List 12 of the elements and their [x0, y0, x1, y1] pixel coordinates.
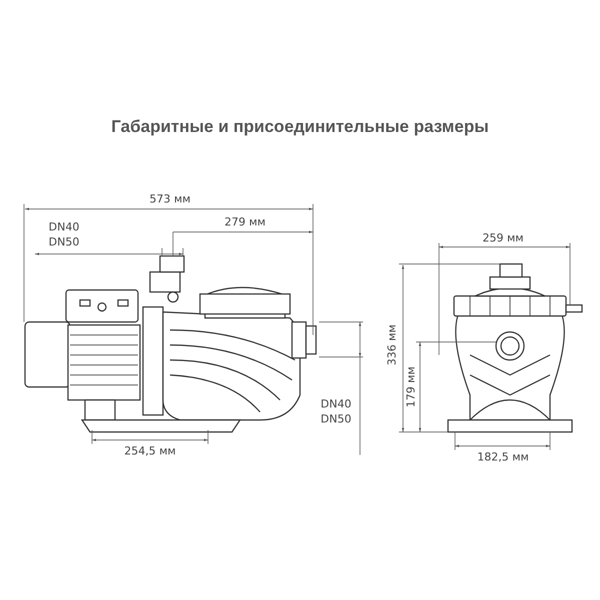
dimension-label: 182,5 мм — [477, 450, 529, 464]
dimension-label: 279 мм — [224, 216, 266, 228]
title: Габаритные и присоединительные размеры — [110, 117, 490, 137]
dimension-label: DN50 — [320, 412, 352, 426]
dimension-label: 573 мм — [149, 192, 191, 206]
dimension-label: 259 мм — [482, 232, 524, 244]
dimension-label: 336 мм — [386, 324, 398, 366]
dimension-label: DN40 — [320, 398, 352, 410]
dimension-label: DN40 — [48, 220, 80, 234]
dimension-label: 254,5 мм — [124, 444, 176, 458]
dimension-label: DN50 — [48, 236, 80, 248]
dimension-label: 179 мм — [404, 366, 418, 408]
